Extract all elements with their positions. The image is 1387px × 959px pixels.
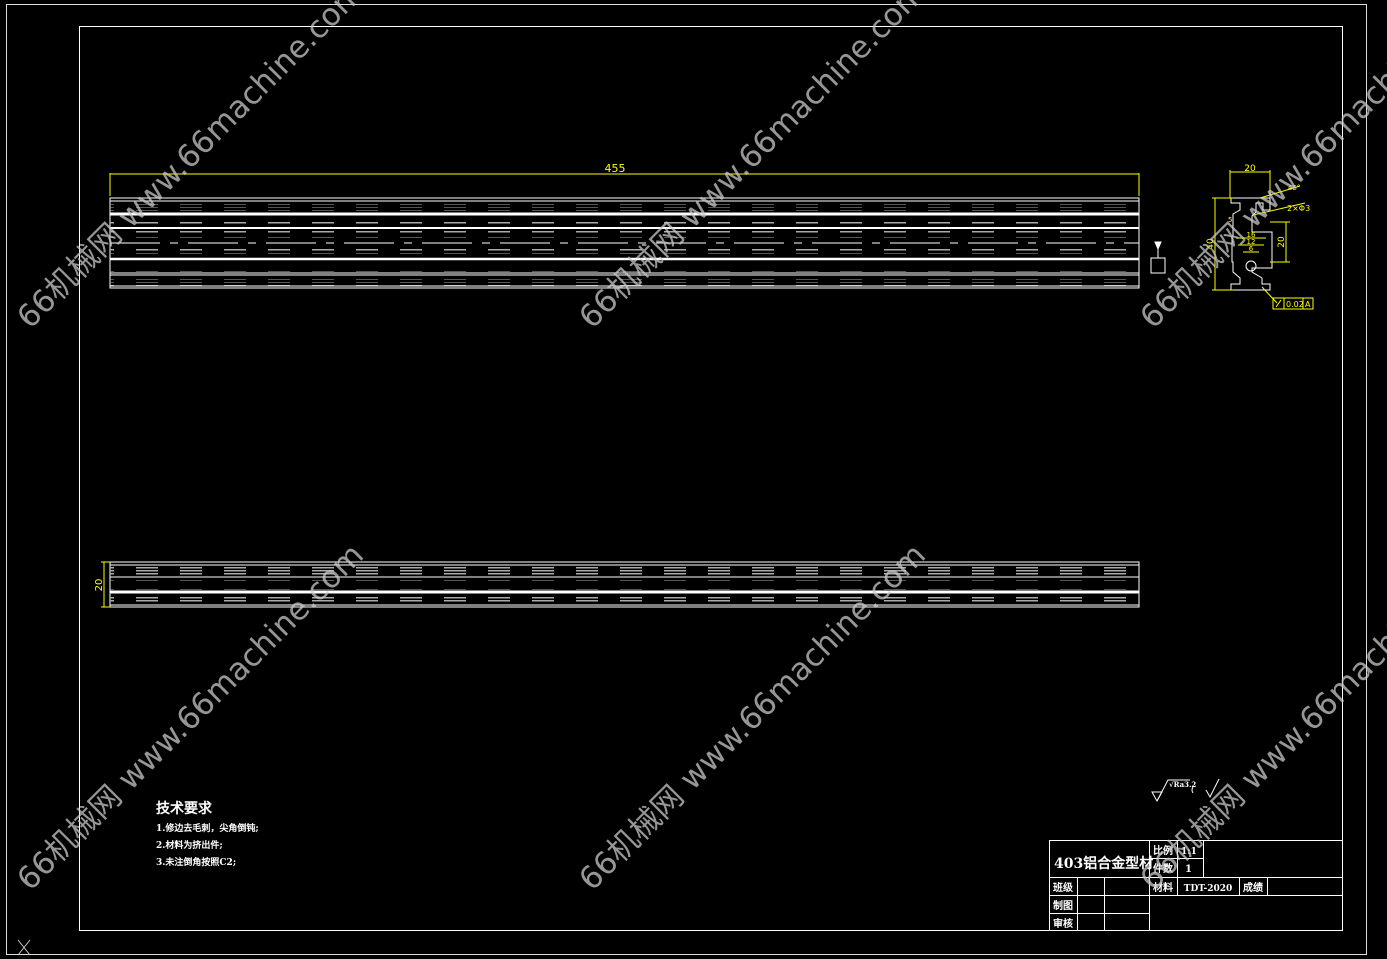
tech-item-3: 3.未注倒角按照C2; bbox=[156, 856, 236, 868]
dim-5-text: 5 bbox=[1228, 216, 1232, 224]
profile-section: 20 40 20 2×Φ3 45° 16 12 6 5 0.02 A bbox=[1206, 164, 1314, 310]
roughness-symbol bbox=[1151, 778, 1220, 803]
dim-16-text: 16 bbox=[1247, 231, 1256, 239]
quantity-label: 件数 bbox=[1153, 862, 1174, 875]
tech-heading: 技术要求 bbox=[156, 800, 213, 817]
angle-text: 45° bbox=[1288, 184, 1300, 192]
datum-text: A bbox=[1305, 300, 1311, 309]
profile-right-text: 20 bbox=[1277, 236, 1287, 248]
tech-item-2: 2.材料为挤出件; bbox=[156, 839, 223, 851]
drawing-title: 403铝合金型材 bbox=[1054, 855, 1153, 872]
height-dimension bbox=[101, 561, 110, 608]
dim-6-text: 6 bbox=[1249, 245, 1254, 253]
height-dim-text: 20 bbox=[94, 579, 105, 592]
roughness-text: √Ra3.2 bbox=[1169, 780, 1196, 789]
grade-label: 成绩 bbox=[1243, 881, 1263, 894]
checked-label: 审核 bbox=[1053, 917, 1073, 930]
datum-symbol bbox=[1150, 241, 1166, 274]
tolerance-text: 0.02 bbox=[1286, 300, 1304, 309]
quantity-value: 1 bbox=[1185, 864, 1192, 875]
dim-12-text: 12 bbox=[1247, 238, 1256, 246]
profile-width-text: 20 bbox=[1244, 164, 1256, 174]
class-label: 班级 bbox=[1053, 881, 1074, 894]
length-dimension bbox=[109, 173, 1140, 196]
profile-height-text: 40 bbox=[1206, 238, 1216, 250]
drawn-label: 制图 bbox=[1053, 899, 1073, 912]
watermark: 66机械网 www.66machine.com bbox=[1133, 537, 1387, 898]
watermarks: 66机械网 www.66machine.com 66机械网 www.66mach… bbox=[10, 0, 1387, 898]
ucs-icon bbox=[17, 939, 31, 956]
title-block bbox=[1049, 840, 1343, 931]
outer-frame bbox=[6, 4, 1367, 955]
length-dim-text: 455 bbox=[605, 162, 626, 175]
material-value: TDT-2020 bbox=[1184, 884, 1233, 894]
watermark: 66机械网 www.66machine.com bbox=[1133, 0, 1387, 336]
front-view-bar bbox=[109, 197, 1140, 289]
scale-label: 比例 bbox=[1153, 844, 1173, 857]
tech-item-1: 1.修边去毛刺，尖角倒钝; bbox=[156, 822, 259, 834]
material-label: 材料 bbox=[1153, 881, 1173, 894]
inner-frame bbox=[79, 26, 1343, 931]
scale-value: 1:1 bbox=[1181, 847, 1197, 857]
hole-text: 2×Φ3 bbox=[1287, 204, 1310, 213]
top-view-bar bbox=[109, 561, 1140, 608]
